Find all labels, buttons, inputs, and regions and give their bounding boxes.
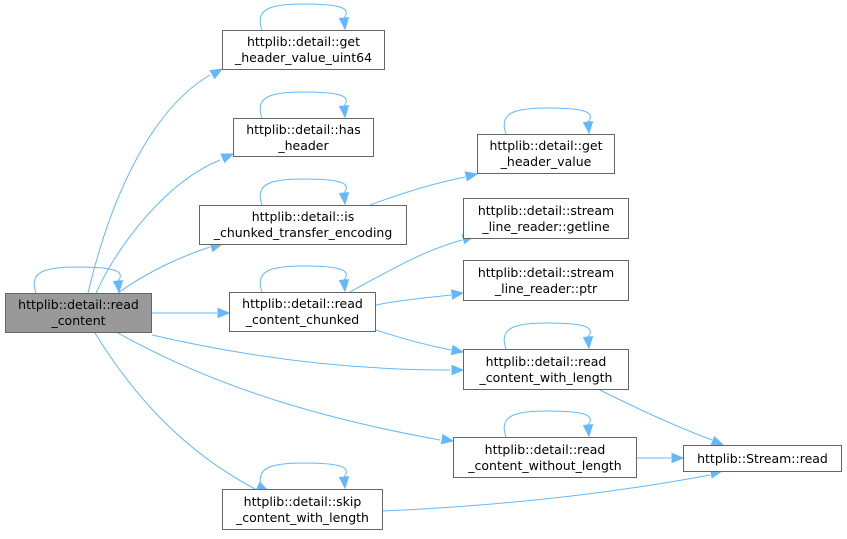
edge-read_content-to-read_content_without_length: [117, 332, 441, 441]
node-read-content-without-length[interactable]: httplib::detail::read _content_without_l…: [453, 437, 637, 478]
node-has-header[interactable]: httplib::detail::has _header: [233, 118, 374, 157]
node-label-line2: _content_with_length: [236, 509, 369, 525]
node-label-line2: _header: [278, 137, 329, 153]
edge-read_content-to-has_header: [95, 159, 221, 294]
node-label-line1: httplib::detail::read: [485, 353, 607, 369]
edge-arrowhead: [582, 121, 594, 135]
node-label-line1: httplib::detail::read: [484, 441, 606, 457]
node-read-content-chunked[interactable]: httplib::detail::read _content_chunked: [229, 292, 376, 332]
edge-arrowhead: [450, 289, 465, 300]
self-loop-read_content_without_length: [503, 410, 591, 438]
node-label-line2: _content_with_length: [479, 369, 613, 385]
node-stream-line-reader-getline[interactable]: httplib::detail::stream _line_reader::ge…: [463, 198, 629, 239]
edge-arrowhead: [217, 307, 231, 319]
edge-arrowhead: [671, 452, 685, 464]
edge-arrowhead: [440, 433, 455, 445]
node-is-chunked-transfer-encoding[interactable]: httplib::detail::is _chunked_transfer_en…: [199, 205, 407, 245]
node-get-header-value-uint64[interactable]: httplib::detail::get _header_value_uint6…: [222, 30, 385, 70]
edge-arrowhead: [220, 153, 235, 164]
edge-read_content-to-skip_content_with_length: [94, 332, 258, 491]
node-label-line2: _content_chunked: [245, 312, 360, 327]
node-skip-content-with-length[interactable]: httplib::detail::skip _content_with_leng…: [222, 489, 383, 530]
edge-read_content-to-is_chunked_transfer_encoding: [117, 246, 211, 294]
self-loop-get_header_value_uint64: [259, 3, 347, 31]
edge-arrowhead: [112, 280, 124, 294]
edge-arrowhead: [464, 171, 479, 182]
edge-arrowhead: [582, 336, 594, 350]
self-loop-get_header_value: [503, 107, 591, 135]
node-label-line2: _line_reader::getline: [482, 218, 610, 234]
edge-arrowhead: [338, 476, 350, 490]
node-label-line1: httplib::detail::stream: [477, 264, 615, 280]
node-label-line1: httplib::detail::stream: [477, 202, 615, 218]
self-loop-skip_content_with_length: [259, 462, 347, 490]
node-label-line1: httplib::detail::read: [18, 297, 139, 312]
edge-arrowhead: [450, 344, 465, 356]
node-label-line1: httplib::detail::read: [242, 296, 363, 311]
edge-read_content_chunked-to-stream_line_reader_getline: [349, 239, 463, 293]
self-loop-is_chunked_transfer_encoding: [259, 178, 347, 206]
node-label-line2: _line_reader::ptr: [494, 280, 598, 296]
edge-is_chunked_transfer_encoding-to-get_header_value: [369, 176, 466, 206]
edge-arrowhead: [338, 279, 350, 293]
node-label-line1: httplib::detail::get: [489, 138, 603, 153]
self-loop-has_header: [259, 91, 347, 119]
node-label-line2: _header_value: [500, 154, 592, 169]
edge-read_content-to-read_content_with_length: [151, 334, 451, 371]
edge-arrowhead: [582, 424, 594, 438]
edge-arrowhead: [710, 435, 725, 446]
edge-arrowhead: [451, 364, 465, 376]
node-label-line2: _header_value_uint64: [234, 50, 373, 65]
edge-skip_content_with_length-to-stream_read: [382, 474, 711, 512]
edge-read_content-to-get_header_value_uint64: [87, 74, 211, 294]
edge-read_content_chunked-to-read_content_with_length: [375, 329, 452, 351]
edge-arrowhead: [338, 105, 350, 119]
node-label-line1: httplib::Stream::read: [697, 450, 828, 466]
node-label-line2: _content_without_length: [468, 457, 622, 473]
node-label-line1: httplib::detail::has: [246, 121, 361, 137]
node-stream-line-reader-ptr[interactable]: httplib::detail::stream _line_reader::pt…: [463, 260, 629, 301]
node-read-content-with-length[interactable]: httplib::detail::read _content_with_leng…: [463, 349, 629, 390]
edge-read_content_with_length-to-stream_read: [599, 389, 713, 441]
node-label-line2: _content: [51, 313, 106, 328]
edge-arrowhead: [209, 68, 224, 80]
node-label-line1: httplib::detail::skip: [243, 493, 362, 509]
edge-arrowhead: [338, 17, 350, 31]
node-stream-read[interactable]: httplib::Stream::read: [683, 445, 842, 472]
self-loop-read_content: [33, 266, 121, 294]
self-loop-read_content_with_length: [503, 322, 591, 350]
node-label-line2: _chunked_transfer_encoding: [213, 225, 393, 240]
node-label-line1: httplib::detail::is: [251, 209, 355, 224]
edge-arrowhead: [338, 192, 350, 206]
edge-read_content_chunked-to-stream_line_reader_ptr: [375, 294, 452, 306]
node-get-header-value[interactable]: httplib::detail::get _header_value: [477, 134, 615, 174]
node-label-line1: httplib::detail::get: [246, 34, 361, 49]
self-loop-read_content_chunked: [259, 265, 347, 293]
node-read-content: httplib::detail::read _content: [5, 293, 152, 333]
